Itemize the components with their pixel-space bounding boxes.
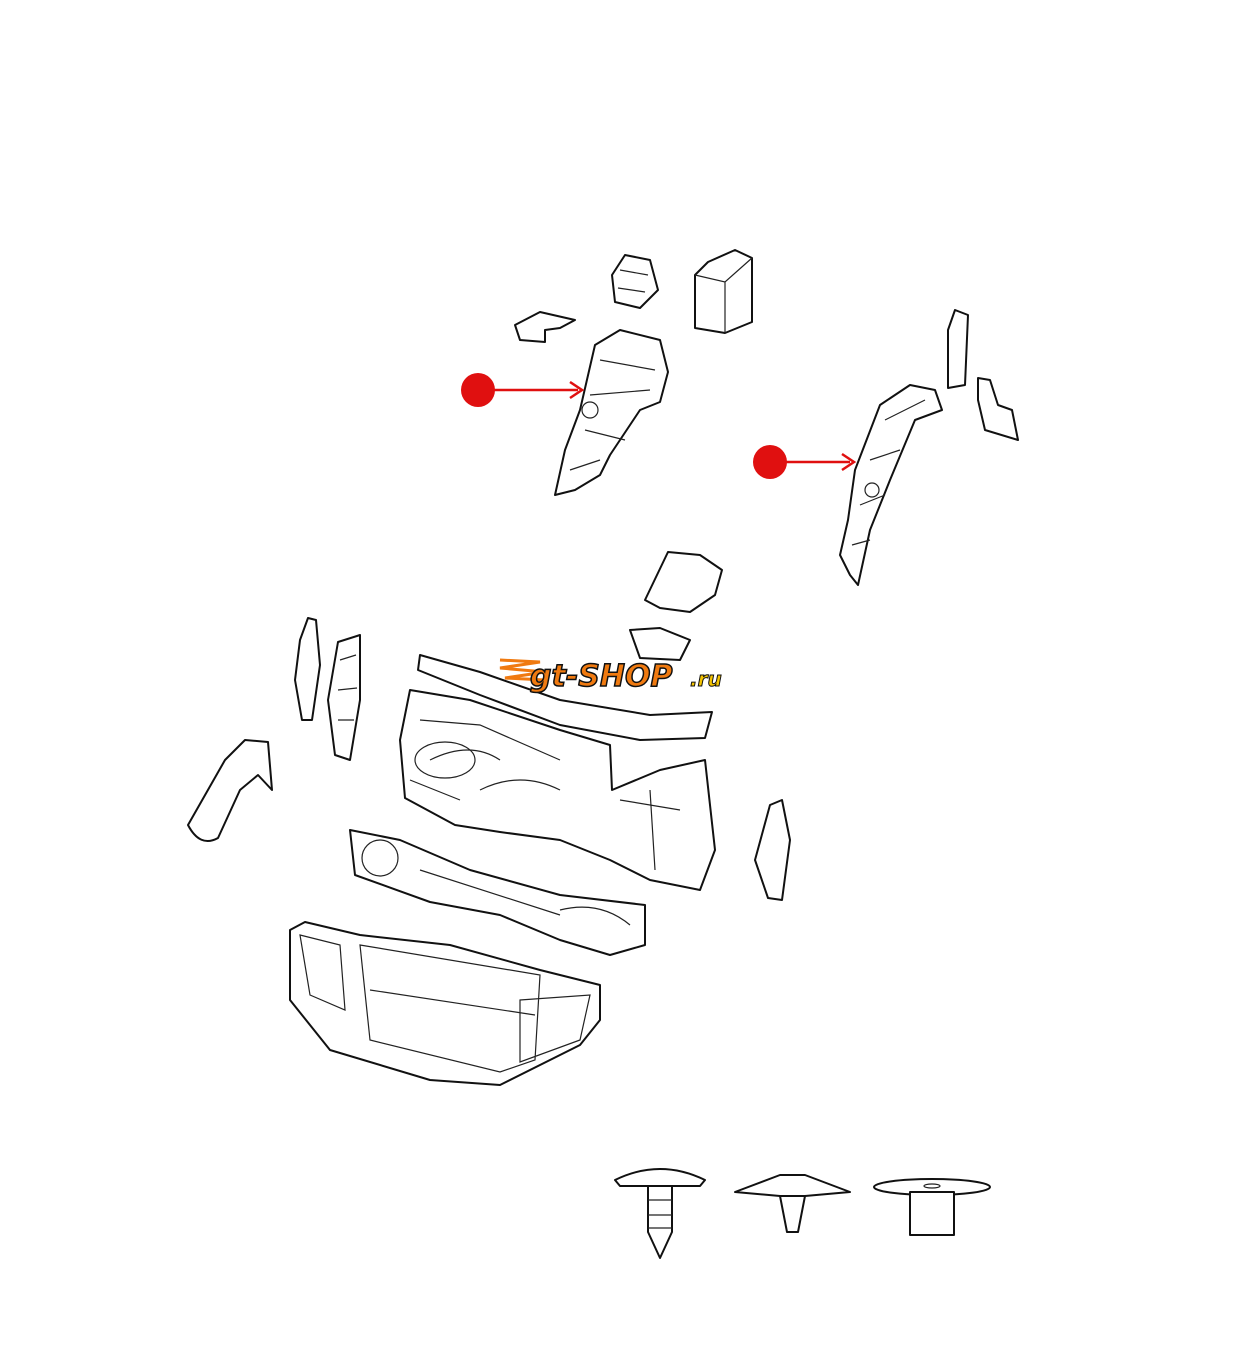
callout-dot[interactable] — [753, 445, 787, 479]
arrowhead-icon — [841, 452, 857, 472]
fastener-clip — [734, 1174, 851, 1233]
part-hood-insulator — [289, 921, 601, 1086]
part-cowl-strip — [417, 654, 713, 741]
callout-marker-2[interactable] — [753, 445, 857, 479]
part-right-side-panel — [754, 799, 791, 901]
part-center-bracket — [629, 551, 723, 661]
part-duct — [187, 739, 273, 842]
part-pad-small — [514, 311, 576, 343]
arrowhead-icon — [569, 380, 585, 400]
watermark-suffix-text: .ru — [690, 667, 722, 691]
part-block — [694, 249, 753, 334]
part-pad-right — [977, 377, 1019, 441]
part-left-insulator — [554, 329, 669, 496]
callout-dot[interactable] — [461, 373, 495, 407]
watermark-logo: gt-SHOP .ru — [499, 658, 722, 695]
part-small-bracket — [611, 254, 659, 309]
part-strip-right — [947, 309, 969, 389]
part-right-insulator — [839, 384, 943, 586]
callout-marker-1[interactable] — [461, 373, 585, 407]
watermark-main-text: gt-SHOP — [530, 659, 672, 694]
part-left-side-panels — [294, 617, 361, 761]
part-dash-panel — [399, 689, 716, 891]
fastener-retainer — [873, 1178, 991, 1236]
fastener-push-pin — [614, 1168, 706, 1259]
part-inner-silencer — [349, 829, 646, 956]
